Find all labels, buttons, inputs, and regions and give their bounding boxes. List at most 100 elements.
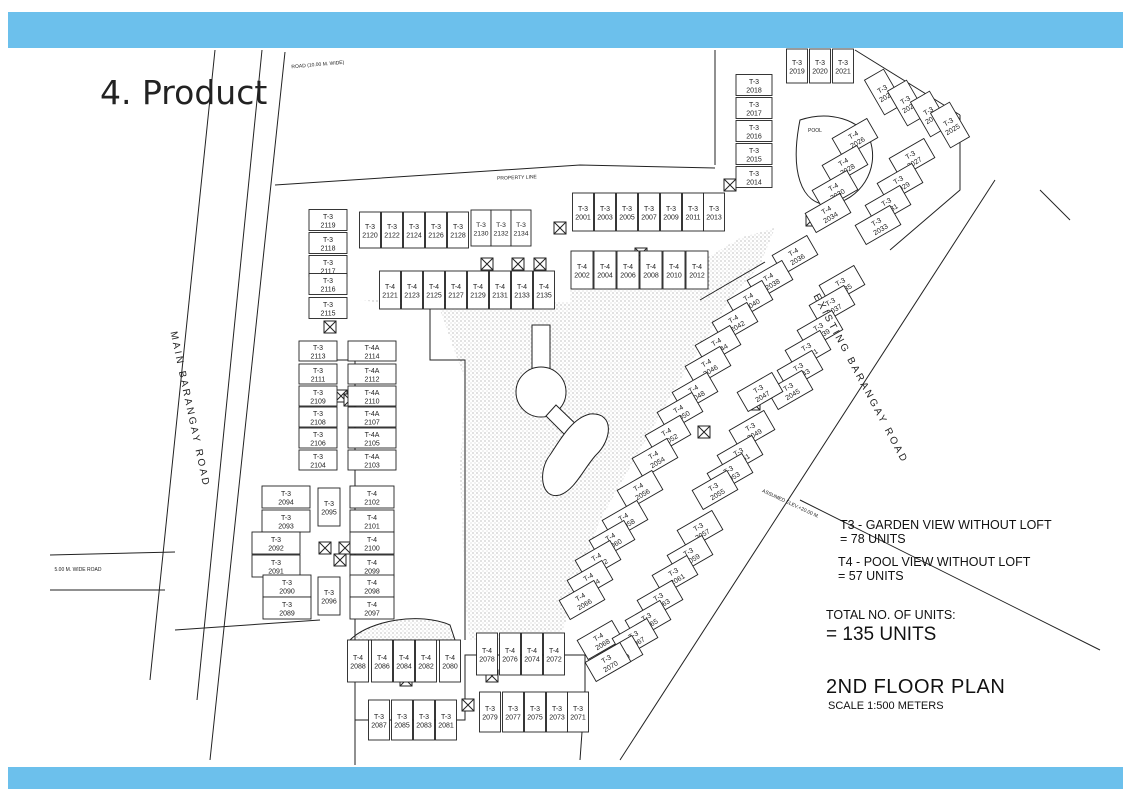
unit-number-label: 2096 — [321, 599, 337, 606]
unit-type-label: T-3 — [313, 390, 323, 397]
unit-type-label: T-3 — [282, 580, 292, 587]
unit-number-label: 2114 — [364, 354, 379, 361]
unit-type-label: T-4 — [445, 655, 455, 662]
unit-type-label: T-4 — [618, 512, 630, 523]
unit-number-label: 2071 — [570, 715, 586, 722]
unit-type-label: T-4 — [451, 284, 461, 291]
unit-number-label: 2100 — [364, 546, 380, 553]
unit-type-label: T-3 — [877, 84, 889, 95]
unit-number-label: 2002 — [574, 273, 590, 280]
unit-number-label: 2125 — [426, 293, 442, 300]
unit-type-label: T-3 — [628, 630, 640, 641]
stair-core — [338, 541, 352, 555]
stair-core — [333, 553, 347, 567]
unit-number-label: 2072 — [546, 657, 562, 664]
stair-core — [318, 541, 332, 555]
unit-type-label: T-4 — [591, 552, 603, 563]
unit-type-label: T-3 — [622, 206, 632, 213]
unit-number-label: 2093 — [278, 524, 294, 531]
boundary-south-west — [174, 619, 321, 631]
unit-number-label: 2112 — [364, 377, 379, 384]
unit-number-label: 2021 — [835, 69, 851, 76]
unit-number-label: 2079 — [482, 715, 498, 722]
unit-type-label: T-3 — [708, 482, 720, 493]
unit-number-label: 2120 — [362, 233, 378, 240]
unit-number-label: 2110 — [364, 399, 379, 406]
unit-type-label: T-3 — [387, 224, 397, 231]
unit-number-label: 2104 — [310, 463, 326, 470]
property-line-southeast — [799, 499, 1101, 651]
unit-type-label: T-3 — [923, 106, 935, 117]
unit-type-label: T-4 — [605, 532, 617, 543]
unit-type-label: T-3 — [668, 567, 680, 578]
unit-type-label: T-3 — [323, 302, 333, 309]
unit-type-label: T-3 — [900, 95, 912, 106]
unit-type-label: T-3 — [271, 560, 281, 567]
unit-number-label: 2099 — [364, 569, 380, 576]
unit-number-label: 2133 — [514, 293, 530, 300]
unit-type-label: T-4 — [429, 284, 439, 291]
unit-2079: T-3 2079 — [479, 691, 501, 733]
unit-type-label: T-3 — [485, 706, 495, 713]
unit-type-label: T-3 — [600, 206, 610, 213]
unit-type-label: T-3 — [313, 432, 323, 439]
unit-type-label: T-4 — [495, 284, 505, 291]
unit-type-label: T-3 — [573, 706, 583, 713]
existing-road-east — [1039, 189, 1071, 221]
unit-type-label: T-4 — [701, 358, 713, 369]
unit-type-label: T-4 — [505, 648, 515, 655]
unit-type-label: T-4 — [600, 264, 610, 271]
unit-type-label: T-4 — [821, 205, 833, 216]
unit-number-label: 2084 — [396, 664, 412, 671]
unit-number-label: 2102 — [364, 500, 380, 507]
unit-number-label: 2111 — [311, 377, 326, 384]
unit-type-label: T-4 — [623, 264, 633, 271]
unit-number-label: 2011 — [685, 215, 700, 222]
unit-type-label: T-4 — [549, 648, 559, 655]
unit-type-label: T-3 — [792, 60, 802, 67]
stair-core — [533, 257, 547, 271]
unit-type-label: T-3 — [749, 79, 759, 86]
unit-type-label: T-3 — [552, 706, 562, 713]
unit-number-label: 2131 — [492, 293, 508, 300]
unit-type-label: T-4 — [593, 632, 605, 643]
site-label-main_road: MAIN BARANGAY ROAD — [168, 331, 212, 489]
